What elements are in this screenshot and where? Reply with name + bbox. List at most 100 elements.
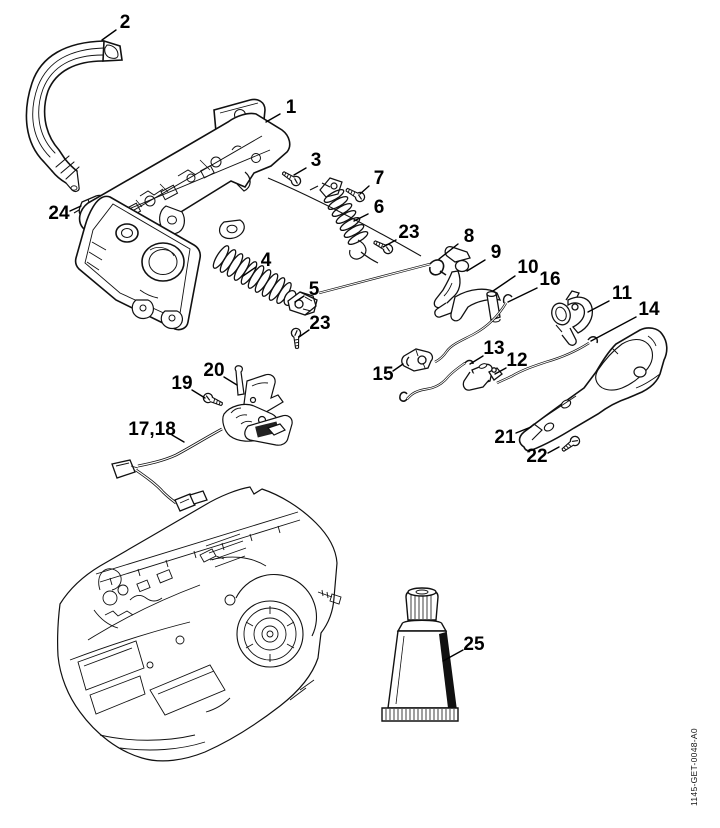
part-number-label: 1 bbox=[286, 97, 297, 118]
engine-reference-drawing bbox=[57, 486, 342, 762]
part-number-label: 25 bbox=[463, 634, 485, 655]
leader-line bbox=[590, 316, 637, 342]
part-1-housing-bottom-view-drawing bbox=[74, 195, 202, 331]
leader-line bbox=[442, 649, 464, 662]
callout-12: 12 bbox=[494, 350, 528, 375]
leader-line bbox=[353, 213, 369, 222]
leader-line bbox=[298, 329, 310, 338]
part-5-fitting-drawing bbox=[283, 289, 318, 316]
leader-line bbox=[547, 446, 560, 454]
callout-15: 15 bbox=[372, 363, 404, 385]
leader-line bbox=[466, 259, 486, 272]
part-number-label: 20 bbox=[203, 360, 224, 381]
part-number-label: 11 bbox=[612, 283, 633, 304]
leader-line bbox=[492, 275, 516, 292]
callout-23-upper: 23 bbox=[382, 222, 420, 248]
leader-line bbox=[494, 367, 507, 375]
callout-10: 10 bbox=[492, 257, 539, 292]
part-10-link-drawing bbox=[450, 288, 502, 323]
part-17-18-switch-harness-drawing bbox=[111, 403, 293, 512]
part-13-wire-drawing bbox=[399, 359, 474, 402]
callout-11: 11 bbox=[587, 283, 633, 313]
callout-19: 19 bbox=[171, 373, 206, 399]
callout-3: 3 bbox=[293, 150, 322, 176]
leader-line bbox=[438, 243, 459, 260]
callout-13: 13 bbox=[469, 338, 505, 365]
part-number-label: 8 bbox=[464, 226, 475, 247]
callout-6: 6 bbox=[353, 197, 385, 222]
leader-line bbox=[587, 300, 610, 313]
callout-14: 14 bbox=[590, 299, 660, 342]
part-19-screw-drawing bbox=[201, 391, 225, 410]
leader-line bbox=[515, 426, 532, 434]
leader-line bbox=[293, 167, 307, 176]
part-number-label: 19 bbox=[171, 373, 192, 394]
part-15-clip-drawing bbox=[401, 348, 434, 372]
part-number-label: 10 bbox=[517, 257, 538, 278]
callout-9: 9 bbox=[466, 242, 502, 272]
leader-line bbox=[359, 185, 370, 195]
part-2-handlebar-drawing bbox=[25, 39, 123, 193]
leader-line bbox=[382, 239, 397, 248]
callout-2: 2 bbox=[101, 12, 131, 41]
part-number-label: 22 bbox=[526, 446, 547, 467]
part-20-bracket-drawing bbox=[234, 365, 284, 415]
leader-line bbox=[469, 355, 484, 365]
callout-4: 4 bbox=[242, 250, 272, 277]
callout-8: 8 bbox=[438, 226, 475, 260]
callout-21: 21 bbox=[494, 426, 532, 448]
part-22-screw-drawing bbox=[559, 433, 583, 455]
part-number-label: 2 bbox=[120, 12, 131, 33]
part-9-lever-drawing bbox=[433, 246, 471, 318]
callout-16: 16 bbox=[507, 269, 561, 303]
part-number-label: 6 bbox=[374, 197, 385, 218]
part-7-screw-drawing bbox=[343, 184, 367, 204]
callout-1: 1 bbox=[265, 97, 297, 123]
part-number-label: 15 bbox=[372, 364, 394, 385]
part-number-label: 23 bbox=[398, 222, 419, 243]
leader-line bbox=[242, 266, 257, 277]
leader-line bbox=[294, 295, 305, 303]
drawing-number: 1145-GET-0048-A0 bbox=[689, 728, 699, 806]
leader-line bbox=[69, 205, 82, 212]
part-6-spring-drawing bbox=[309, 177, 379, 264]
part-4-spring-drawing bbox=[212, 245, 292, 305]
part-number-label: 23 bbox=[309, 313, 330, 334]
callout-7: 7 bbox=[359, 168, 385, 195]
leader-line bbox=[265, 113, 281, 123]
callout-23-left: 23 bbox=[298, 313, 331, 338]
leader-line bbox=[392, 363, 404, 372]
part-number-label: 21 bbox=[494, 427, 516, 448]
callout-25: 25 bbox=[442, 634, 485, 662]
part-8-spring-wire-drawing bbox=[318, 259, 447, 295]
part-11-trigger-drawing bbox=[551, 290, 594, 346]
part-23-screw-left-drawing bbox=[290, 327, 303, 350]
leader-line bbox=[507, 287, 538, 303]
callouts: 2 1 3 7 6 23 8 9 bbox=[48, 12, 660, 662]
part-25-tube-drawing bbox=[381, 587, 459, 722]
leader-line bbox=[191, 389, 206, 399]
part-number-label: 12 bbox=[506, 350, 527, 371]
part-number-label: 24 bbox=[48, 203, 70, 224]
part-number-label: 14 bbox=[638, 299, 660, 320]
part-number-label: 5 bbox=[309, 279, 320, 300]
leader-line bbox=[171, 434, 185, 443]
part-14-rod-drawing bbox=[496, 335, 599, 385]
part-number-label: 17,18 bbox=[128, 419, 176, 440]
part-number-label: 13 bbox=[483, 338, 504, 359]
callout-22: 22 bbox=[526, 446, 560, 467]
part-21-handle-molding-drawing bbox=[518, 327, 668, 452]
part-16-wire-drawing bbox=[434, 294, 513, 364]
callout-17-18: 17,18 bbox=[128, 419, 185, 443]
part-number-label: 9 bbox=[491, 242, 502, 263]
leader-line bbox=[223, 376, 238, 386]
part-number-label: 7 bbox=[374, 168, 385, 189]
callout-24: 24 bbox=[48, 203, 82, 224]
callout-20: 20 bbox=[203, 360, 238, 386]
part-number-label: 3 bbox=[311, 150, 322, 171]
leader-line bbox=[101, 29, 117, 41]
callout-5: 5 bbox=[294, 279, 320, 303]
part-number-label: 4 bbox=[261, 250, 272, 271]
part-number-label: 16 bbox=[539, 269, 560, 290]
